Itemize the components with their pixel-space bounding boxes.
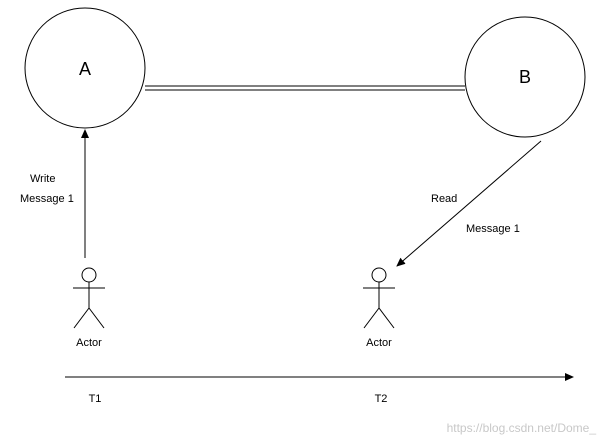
actor-2-leg-left bbox=[363, 307, 380, 329]
actor-1-leg-right bbox=[88, 307, 105, 329]
node-b-label: B bbox=[519, 67, 531, 87]
actor-1-figure[interactable] bbox=[73, 267, 105, 329]
node-b[interactable]: B bbox=[464, 16, 586, 138]
actor-2-figure[interactable] bbox=[363, 267, 395, 329]
timeline-t2-label: T2 bbox=[375, 393, 388, 405]
read-label: Read bbox=[431, 193, 457, 205]
read-arrow[interactable] bbox=[396, 140, 542, 267]
node-a-circle bbox=[24, 7, 146, 129]
connection-a-b[interactable] bbox=[145, 85, 465, 91]
write-label: Write bbox=[30, 173, 55, 185]
actor-2-leg-right bbox=[378, 307, 395, 329]
node-a-label: A bbox=[79, 59, 91, 79]
actor-1-label: Actor bbox=[76, 337, 102, 349]
actor-1-head bbox=[81, 267, 97, 283]
read-message-label: Message 1 bbox=[466, 223, 520, 235]
timeline-t1-label: T1 bbox=[89, 393, 102, 405]
actor-2-head bbox=[371, 267, 387, 283]
node-a[interactable]: A bbox=[24, 7, 146, 129]
node-b-circle bbox=[464, 16, 586, 138]
actor-1-leg-left bbox=[73, 307, 90, 329]
watermark-text: https://blog.csdn.net/Dome_ bbox=[447, 421, 597, 435]
actor-2-label: Actor bbox=[366, 337, 392, 349]
write-message-label: Message 1 bbox=[20, 193, 74, 205]
